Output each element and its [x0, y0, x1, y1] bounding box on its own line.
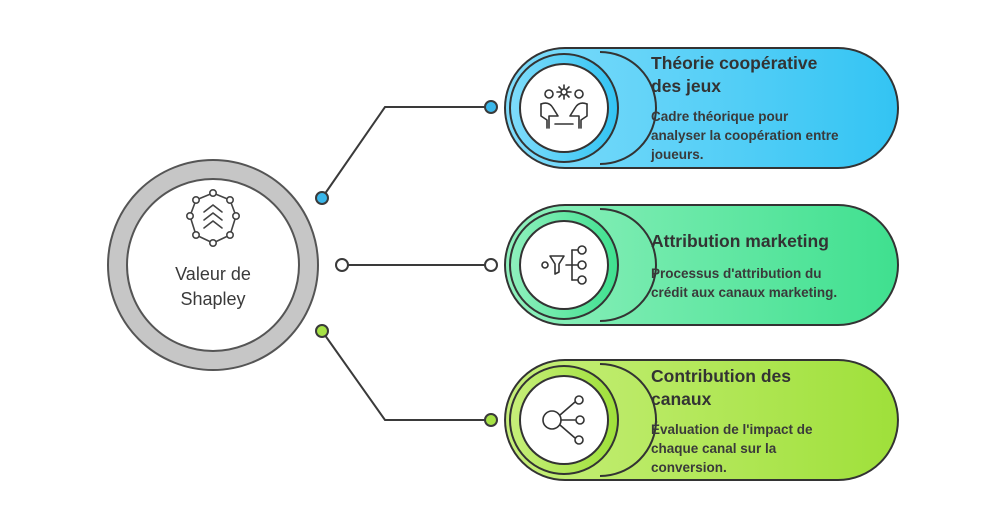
card-channel-contribution-icon-ring [599, 363, 657, 477]
card-game-theory-desc-line3: joueurs. [651, 147, 704, 162]
connector-dot-middle-start [335, 258, 349, 272]
funnel-network-icon [541, 245, 587, 285]
card-channel-contribution-title-line1: Contribution des [651, 366, 791, 386]
card-channel-contribution-desc-line2: chaque canal sur la [651, 441, 777, 456]
connector-top [321, 106, 491, 199]
card-game-theory-desc-line2: analyser la coopération entre [651, 128, 839, 143]
center-label: Valeur de Shapley [133, 262, 293, 312]
card-channel-contribution [504, 359, 899, 481]
branching-nodes-icon [542, 395, 585, 445]
connector-lines [321, 106, 491, 421]
card-marketing-attribution-text: Attribution marketing Processus d'attrib… [651, 230, 851, 302]
card-channel-contribution-desc-line1: Évaluation de l'impact de [651, 422, 813, 437]
card-game-theory-desc-line1: Cadre théorique pour [651, 109, 789, 124]
card-marketing-attribution-desc-line1: Processus d'attribution du [651, 266, 822, 281]
card-marketing-attribution [504, 204, 899, 326]
center-label-line2: Shapley [180, 289, 246, 309]
connector-dots [315, 100, 498, 427]
card-marketing-attribution-title-line1: Attribution marketing [651, 231, 829, 251]
card-game-theory-title-line2: des jeux [651, 76, 722, 96]
network-chevrons-icon [186, 189, 241, 248]
card-channel-contribution-title: Contribution des canaux [651, 365, 851, 411]
connector-dot-bottom-start [315, 324, 329, 338]
center-label-line1: Valeur de [175, 264, 251, 284]
card-marketing-attribution-icon-ring [599, 208, 657, 322]
card-game-theory-title: Théorie coopérative des jeux [651, 52, 851, 98]
connector-dot-top-end [484, 100, 498, 114]
card-game-theory-icon-disc [519, 63, 609, 153]
card-marketing-attribution-desc: Processus d'attribution du crédit aux ca… [651, 264, 851, 302]
card-game-theory-title-line1: Théorie coopérative [651, 53, 818, 73]
card-marketing-attribution-icon-disc [519, 220, 609, 310]
connector-dot-middle-end [484, 258, 498, 272]
card-channel-contribution-title-line2: canaux [651, 389, 712, 409]
cooperating-people-icon [540, 84, 588, 129]
card-game-theory-text: Théorie coopérative des jeux Cadre théor… [651, 52, 851, 164]
center-node [107, 159, 319, 371]
card-game-theory-desc: Cadre théorique pour analyser la coopéra… [651, 107, 851, 164]
connector-bottom [321, 330, 491, 421]
card-channel-contribution-text: Contribution des canaux Évaluation de l'… [651, 365, 851, 477]
card-marketing-attribution-desc-line2: crédit aux canaux marketing. [651, 285, 838, 300]
center-node-inner-disc [126, 178, 300, 352]
card-game-theory-icon-ring [599, 51, 657, 165]
card-game-theory [504, 47, 899, 169]
card-channel-contribution-desc: Évaluation de l'impact de chaque canal s… [651, 420, 851, 477]
card-channel-contribution-desc-line3: conversion. [651, 460, 727, 475]
connector-dot-bottom-end [484, 413, 498, 427]
card-marketing-attribution-title: Attribution marketing [651, 230, 851, 253]
connector-dot-top-start [315, 191, 329, 205]
